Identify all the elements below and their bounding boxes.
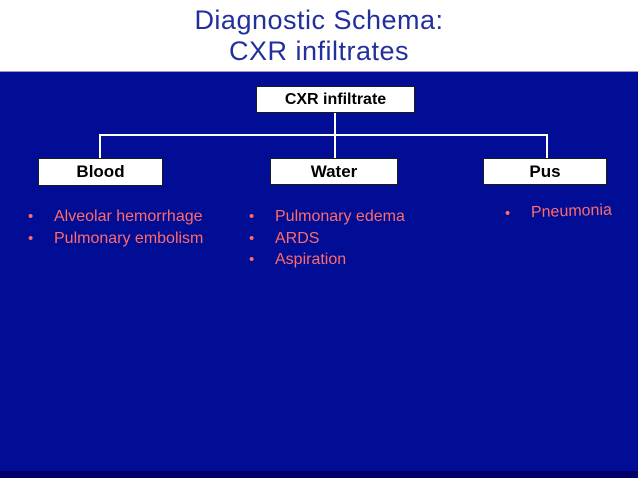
- connector-blood-vertical-line: [99, 134, 101, 158]
- water-list-item-text: Pulmonary edema: [275, 208, 405, 225]
- bullet-icon: •: [28, 229, 34, 247]
- branch-box-pus: Pus: [483, 158, 607, 185]
- blood-list-item-text: Alveolar hemorrhage: [54, 208, 203, 225]
- blood-bullet-list: • Alveolar hemorrhage • Pulmonary emboli…: [28, 206, 203, 249]
- bullet-icon: •: [249, 208, 255, 225]
- water-bullet-list: • Pulmonary edema • ARDS • Aspiration: [249, 206, 405, 271]
- connector-pus-vertical-line: [546, 134, 548, 158]
- list-item: • Pneumonia: [505, 200, 613, 225]
- list-item: • Pulmonary edema: [249, 206, 405, 228]
- list-item: • Pulmonary embolism: [28, 228, 203, 250]
- bullet-icon: •: [249, 251, 255, 268]
- root-box-cxr-infiltrate: CXR infiltrate: [256, 86, 415, 113]
- footer-strip: [0, 471, 638, 478]
- slide-header: Diagnostic Schema: CXR infiltrates: [0, 0, 638, 71]
- bullet-icon: •: [504, 204, 511, 222]
- pus-list-item-text: Pneumonia: [530, 201, 613, 222]
- pus-bullet-list: • Pneumonia: [505, 200, 613, 225]
- branch-box-water-label: Water: [310, 162, 358, 181]
- slide-body-background: [0, 71, 638, 478]
- water-list-item-text: ARDS: [275, 229, 320, 247]
- list-item: • Aspiration: [249, 249, 405, 271]
- page-title-line-2: CXR infiltrates: [228, 36, 410, 66]
- water-list-item-text: Aspiration: [275, 251, 347, 268]
- branch-box-blood-label: Blood: [76, 162, 125, 181]
- page-title: Diagnostic Schema: CXR infiltrates: [0, 0, 638, 67]
- page-title-line-1: Diagnostic Schema:: [194, 5, 444, 35]
- list-item: • ARDS: [249, 228, 405, 250]
- bullet-icon: •: [249, 229, 255, 247]
- blood-list-item-text: Pulmonary embolism: [54, 229, 204, 247]
- list-item: • Alveolar hemorrhage: [28, 206, 203, 228]
- connector-horizontal-line: [99, 134, 548, 136]
- branch-box-blood: Blood: [38, 158, 163, 186]
- branch-box-pus-label: Pus: [529, 162, 561, 181]
- bullet-icon: •: [28, 208, 34, 225]
- branch-box-water: Water: [270, 158, 398, 185]
- root-box-label: CXR infiltrate: [284, 91, 387, 108]
